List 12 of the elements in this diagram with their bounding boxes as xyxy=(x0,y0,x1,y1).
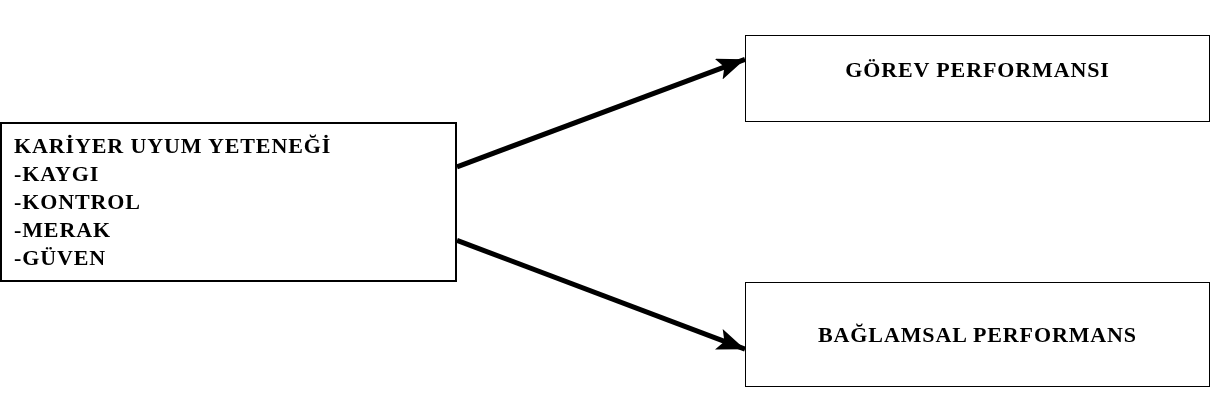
box-text: -KAYGI xyxy=(14,160,100,188)
box-text: GÖREV PERFORMANSI xyxy=(845,56,1110,84)
box-text: -KONTROL xyxy=(14,188,141,216)
process-box xyxy=(745,35,1210,122)
box-text: -MERAK xyxy=(14,216,111,244)
arrow xyxy=(456,57,746,170)
box-text: -GÜVEN xyxy=(14,244,107,272)
arrow xyxy=(456,238,746,352)
process-box xyxy=(745,282,1210,387)
process-box xyxy=(0,122,457,282)
box-text: BAĞLAMSAL PERFORMANS xyxy=(818,320,1137,349)
box-heading: KARİYER UYUM YETENEĞİ xyxy=(14,132,332,160)
